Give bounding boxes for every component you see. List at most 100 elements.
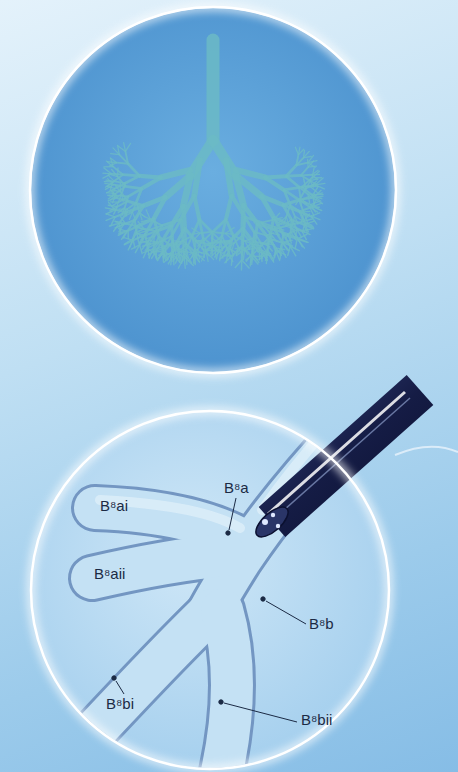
bronchus-branch bbox=[302, 185, 316, 187]
bronchus-branch bbox=[244, 217, 245, 234]
bronchus-branch bbox=[131, 245, 139, 249]
bronchus-branch bbox=[115, 194, 122, 199]
segment-label: B⁸a bbox=[224, 480, 249, 497]
bronchus-branch bbox=[172, 236, 175, 249]
bronchus-branch bbox=[141, 219, 150, 222]
bronchus-branch bbox=[308, 166, 316, 167]
bronchus-branch bbox=[136, 203, 139, 213]
bronchus-branch bbox=[261, 243, 266, 251]
lung-circle bbox=[30, 7, 396, 373]
bronchus-branch bbox=[183, 240, 195, 251]
bronchus-branch bbox=[162, 219, 181, 225]
bronchus-branch bbox=[181, 219, 183, 240]
bronchus-branch bbox=[253, 245, 258, 253]
bronchus-branch bbox=[132, 212, 135, 220]
bronchus-branch bbox=[284, 187, 302, 190]
bronchus-branch bbox=[159, 236, 172, 242]
bronchus-branch bbox=[238, 247, 242, 256]
bronchus-branch bbox=[299, 198, 313, 200]
bronchus-branch bbox=[128, 189, 141, 197]
bronchus-branch bbox=[286, 205, 290, 217]
bronchus-branch bbox=[315, 183, 325, 185]
bronchus-branch bbox=[274, 222, 283, 227]
bronchus-branch bbox=[104, 181, 113, 182]
bronchus-branch bbox=[304, 221, 314, 225]
decor-swoosh bbox=[395, 447, 458, 455]
bronchus-branch bbox=[145, 237, 154, 239]
bronchus-branch bbox=[297, 239, 304, 248]
bronchus-branch bbox=[110, 201, 118, 203]
bronchus-branch bbox=[144, 197, 166, 206]
bronchus-branch bbox=[230, 247, 233, 256]
leader-lines bbox=[112, 498, 306, 722]
bronchus-branch bbox=[245, 241, 250, 250]
bronchus-branch bbox=[233, 235, 238, 246]
bronchus-branch bbox=[175, 249, 177, 259]
bronchus-branch bbox=[145, 234, 147, 248]
bronchus-branch bbox=[286, 176, 299, 187]
bronchus-branch bbox=[171, 249, 175, 258]
bronchus-branch bbox=[213, 219, 226, 231]
segment-label: B⁸b bbox=[309, 616, 334, 633]
bronchus-branch bbox=[245, 238, 254, 241]
bronchus-branch bbox=[226, 219, 233, 235]
bronchus-branch bbox=[290, 246, 295, 256]
bronchus-branch bbox=[232, 196, 245, 217]
bronchus-branch bbox=[302, 187, 313, 195]
bronchus-branch bbox=[132, 232, 136, 241]
bronchus-branch bbox=[198, 238, 204, 250]
bronchus-branch bbox=[195, 252, 204, 261]
bronchus-branch bbox=[302, 229, 312, 231]
bronchus-branch bbox=[147, 226, 162, 231]
bronchus-branch bbox=[192, 236, 195, 248]
bronchus-branch bbox=[106, 217, 115, 220]
bronchus-branch bbox=[178, 248, 187, 253]
bronchus-branch bbox=[194, 252, 196, 265]
segment-label: B⁸ai bbox=[100, 498, 128, 515]
bronchus-branch bbox=[313, 196, 323, 197]
bronchus-branch bbox=[113, 175, 123, 182]
bronchus-branch bbox=[140, 212, 143, 220]
bronchus-branch bbox=[286, 217, 288, 226]
bronchus-branch bbox=[310, 187, 317, 193]
bronchus-branch bbox=[146, 210, 150, 219]
bronchus-branch bbox=[250, 256, 252, 266]
bronchus-branch bbox=[219, 249, 223, 258]
bronchus-branch bbox=[227, 247, 231, 256]
bronchus-branch bbox=[122, 194, 124, 202]
bronchus-branch bbox=[148, 248, 150, 258]
bronchus-branch bbox=[128, 164, 140, 176]
bronchus-branch bbox=[276, 248, 281, 255]
bronchus-branch bbox=[137, 227, 147, 230]
bronchus-branch bbox=[195, 240, 204, 242]
bronchus-branch bbox=[115, 183, 126, 189]
bronchus-branch bbox=[136, 212, 140, 219]
bronchus-branch bbox=[200, 232, 213, 234]
bronchus-branch bbox=[262, 223, 271, 234]
bronchus-branch bbox=[192, 228, 200, 233]
bronchus-branch bbox=[284, 190, 290, 205]
bronchus-branch bbox=[297, 234, 307, 239]
bronchus-branch bbox=[212, 245, 218, 252]
bronchus-branch bbox=[282, 240, 292, 243]
bronchus-branch bbox=[157, 248, 166, 251]
bronchus-branch bbox=[266, 235, 271, 242]
bronchus-branch bbox=[242, 260, 249, 268]
bronchus-branch bbox=[143, 248, 147, 258]
bronchus-branch bbox=[125, 239, 133, 244]
bronchus-branch bbox=[125, 151, 128, 163]
bronchus-branch bbox=[113, 167, 123, 175]
bronchus-branch bbox=[206, 245, 212, 253]
bronchus-branch bbox=[105, 182, 112, 187]
bronchus-branch bbox=[207, 40, 220, 140]
bronchus-branch bbox=[104, 168, 111, 174]
bronchus-branch bbox=[226, 160, 232, 196]
bronchus-branch bbox=[236, 247, 238, 256]
bronchus-branch bbox=[125, 208, 127, 216]
bronchus-branch bbox=[265, 177, 284, 190]
bronchus-branch bbox=[135, 220, 137, 232]
bronchus-branch bbox=[236, 170, 265, 177]
bronchus-branch bbox=[224, 247, 227, 255]
bronchus-branch bbox=[194, 196, 199, 220]
bronchus-branch bbox=[114, 181, 125, 183]
